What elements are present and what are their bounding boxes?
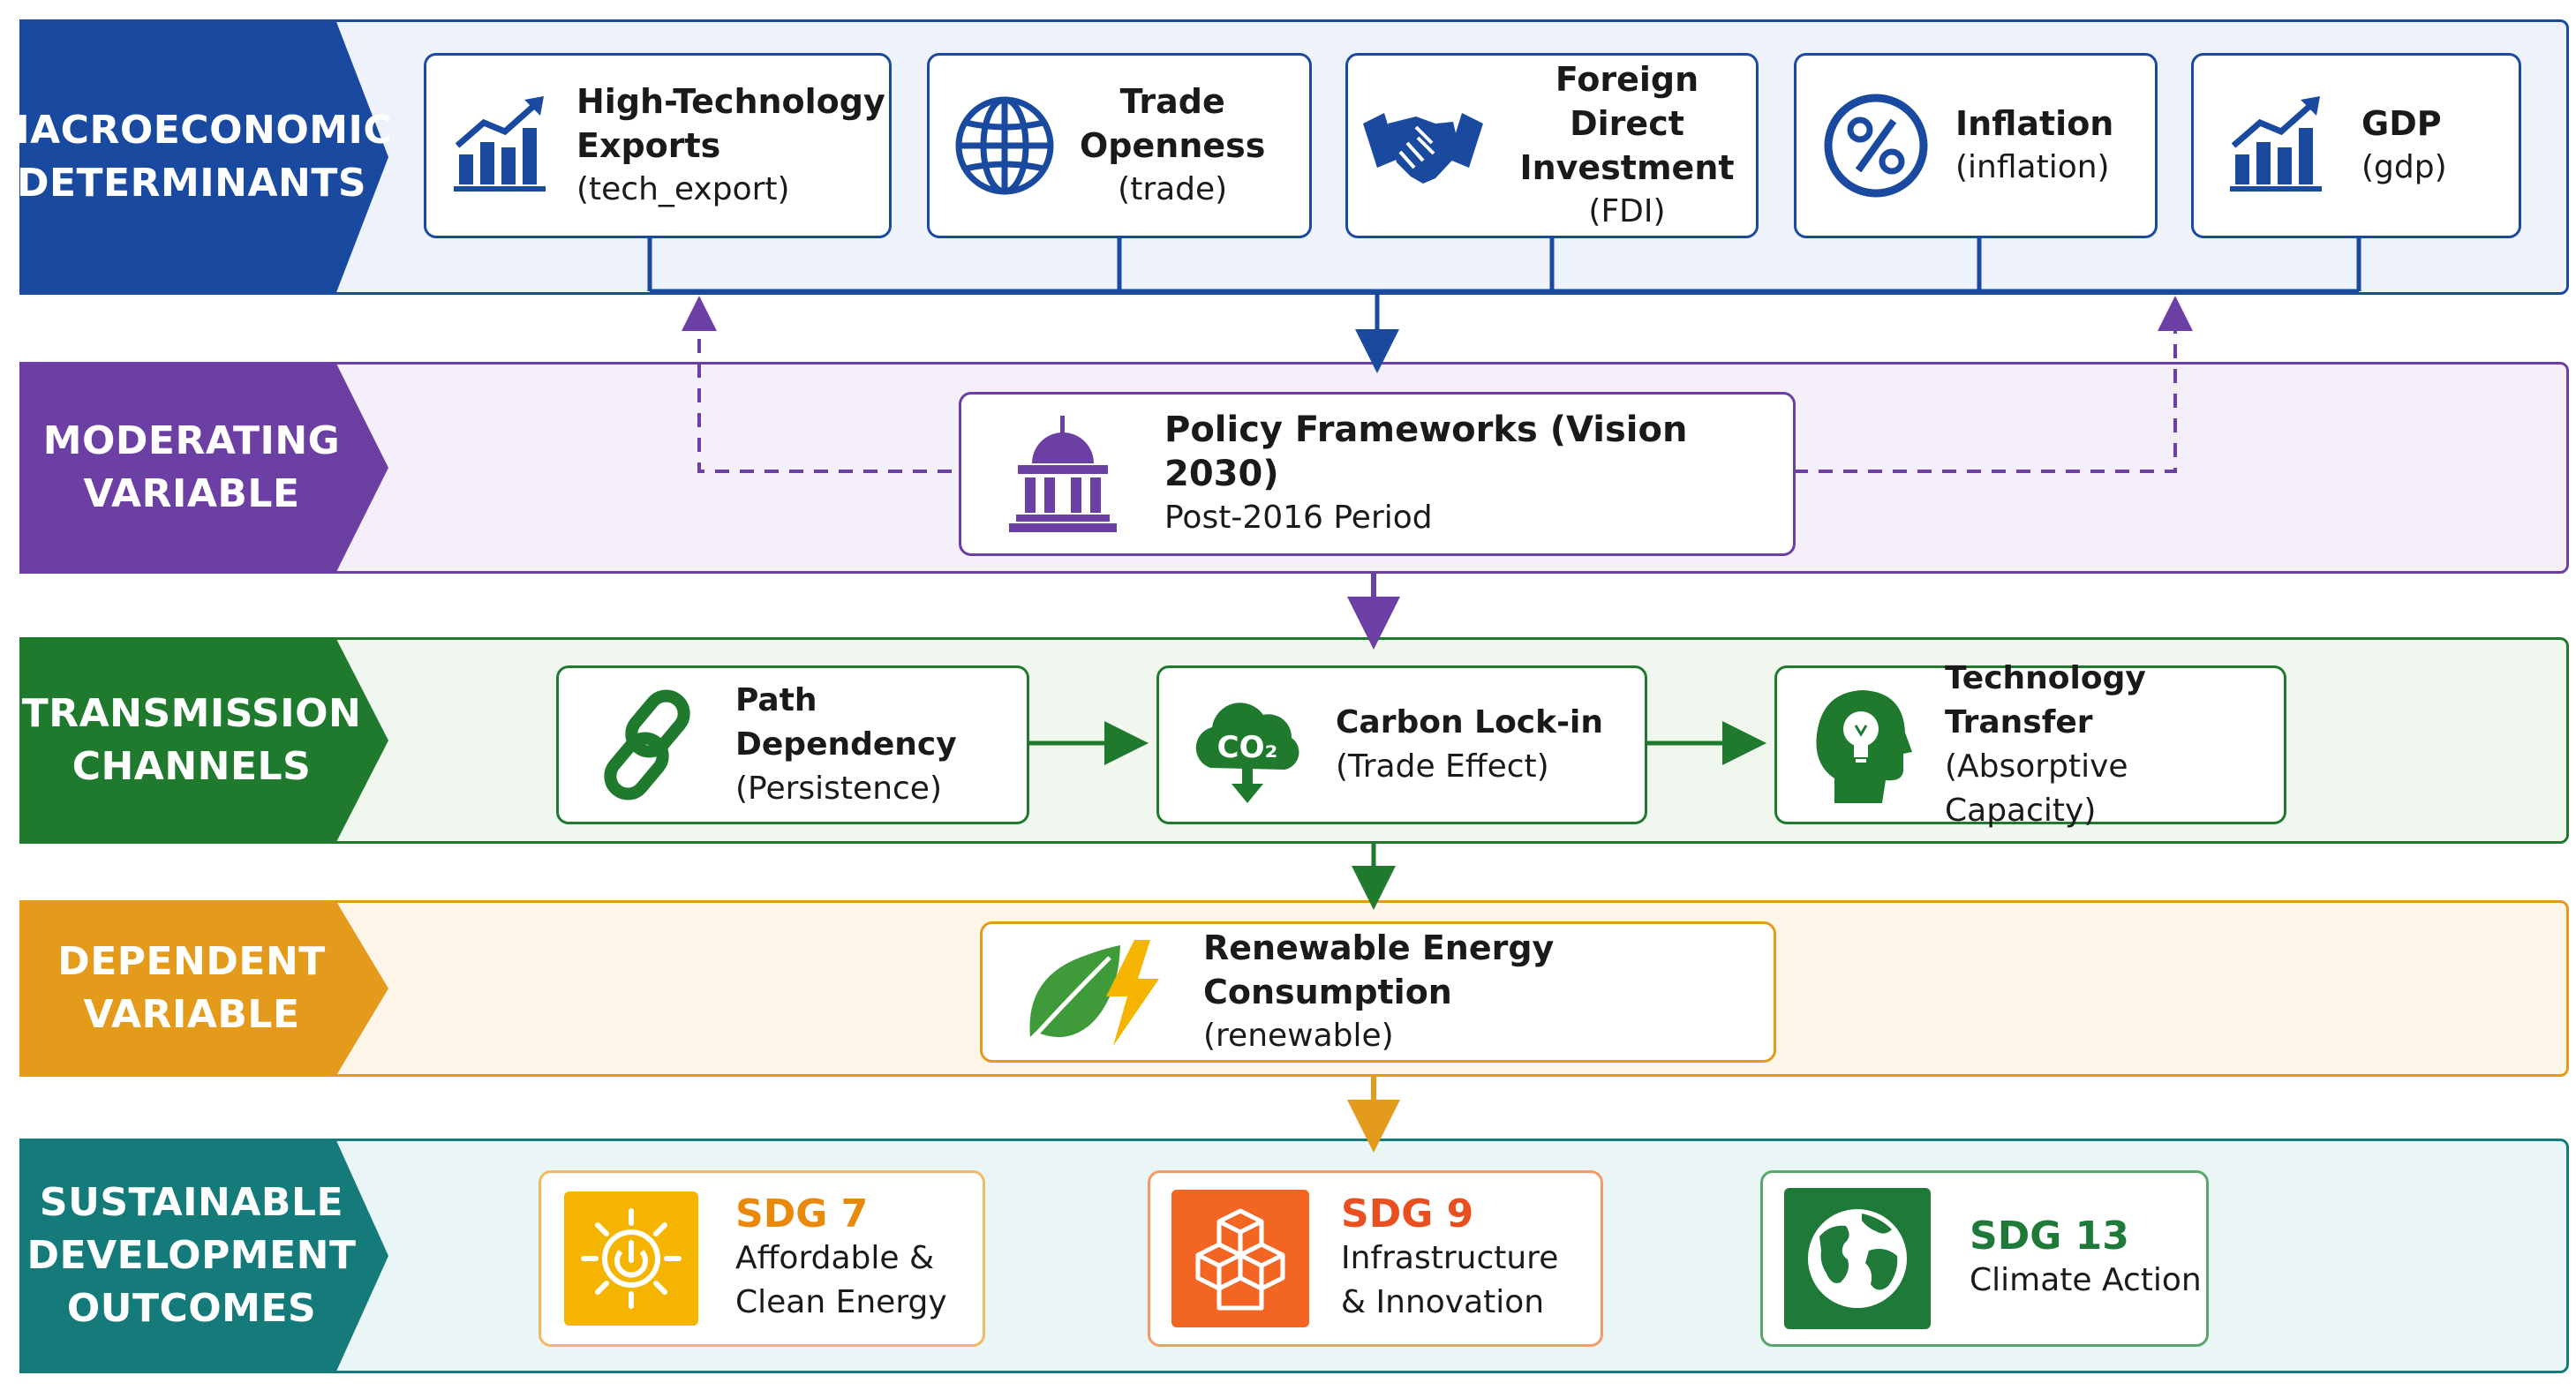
determinant-title: Foreign Direct (1555, 60, 1699, 143)
sdg-9-box: SDG 9 Infrastructure & Innovation (1148, 1170, 1603, 1347)
sdg-description: Affordable & (735, 1240, 935, 1276)
handshake-icon (1348, 97, 1498, 194)
sdg-description: Clean Energy (735, 1284, 947, 1320)
channel-subtitle: (Persistence) (735, 770, 942, 807)
channel-subtitle: (Trade Effect) (1336, 748, 1549, 785)
sdg-13-box: SDG 13 Climate Action (1760, 1170, 2209, 1347)
percent-icon (1796, 91, 1955, 200)
dependent-subtitle: (renewable) (1203, 1018, 1394, 1054)
government-building-icon (961, 412, 1164, 536)
channel-technology-transfer: Technology Transfer (Absorptive Capacity… (1774, 660, 2286, 829)
determinant-code: (trade) (1118, 171, 1228, 207)
determinant-fdi: Foreign Direct Investment (FDI) (1345, 53, 1759, 238)
determinant-trade-openness: Trade Openness (trade) (927, 53, 1312, 238)
leaf-lightning-icon (983, 935, 1203, 1049)
head-lightbulb-icon (1777, 683, 1945, 807)
determinant-code: (inflation) (1955, 149, 2110, 185)
determinant-title: Openness (1080, 126, 1266, 165)
determinant-title: Investment (1519, 148, 1735, 187)
sdg-title: SDG 13 (1970, 1214, 2129, 1259)
bar-chart-up-icon (426, 93, 576, 199)
determinant-gdp: GDP (gdp) (2191, 53, 2521, 238)
determinant-title: Exports (576, 126, 721, 165)
co2-cloud-icon: CO₂ (1159, 683, 1336, 807)
determinant-inflation: Inflation (inflation) (1794, 53, 2158, 238)
dependent-title: Renewable Energy Consumption (1203, 928, 1555, 1011)
sdg-description: & Innovation (1341, 1284, 1545, 1320)
bar-chart-up-icon (2194, 93, 2361, 199)
sdg-description: Climate Action (1970, 1262, 2202, 1298)
chain-link-icon (559, 688, 735, 802)
channel-title: Technology Transfer (1945, 660, 2146, 740)
channel-carbon-lock-in: CO₂ Carbon Lock-in (Trade Effect) (1156, 665, 1647, 824)
policy-frameworks-box: Policy Frameworks (Vision 2030) Post-201… (959, 392, 1796, 556)
determinant-code: (tech_export) (576, 171, 790, 207)
globe-icon (930, 91, 1080, 200)
channel-subtitle: (Absorptive Capacity) (1945, 748, 2128, 829)
determinant-title: High-Technology (576, 82, 885, 121)
channel-title: Path Dependency (735, 682, 957, 763)
channel-title: Carbon Lock-in (1336, 704, 1603, 740)
policy-subtitle: Post-2016 Period (1164, 500, 1433, 536)
determinant-code: (FDI) (1588, 193, 1666, 229)
determinant-title: Inflation (1955, 104, 2114, 143)
sdg-title: SDG 7 (735, 1191, 869, 1236)
determinant-code: (gdp) (2361, 149, 2447, 185)
determinant-title: Trade (1119, 82, 1225, 121)
co2-label: CO₂ (1217, 730, 1278, 765)
sdg-title: SDG 9 (1341, 1191, 1474, 1236)
sdg-description: Infrastructure (1341, 1240, 1559, 1276)
policy-title: Policy Frameworks (Vision 2030) (1164, 410, 1688, 494)
sun-power-icon (564, 1191, 698, 1326)
dependent-renewable-box: Renewable Energy Consumption (renewable) (980, 921, 1776, 1063)
sdg-7-box: SDG 7 Affordable & Clean Energy (539, 1170, 985, 1347)
channel-path-dependency: Path Dependency (Persistence) (556, 665, 1029, 824)
earth-icon (1784, 1188, 1931, 1329)
determinant-title: GDP (2361, 104, 2442, 143)
cubes-icon (1171, 1190, 1309, 1327)
determinant-high-tech-exports: High-Technology Exports (tech_export) (424, 53, 892, 238)
